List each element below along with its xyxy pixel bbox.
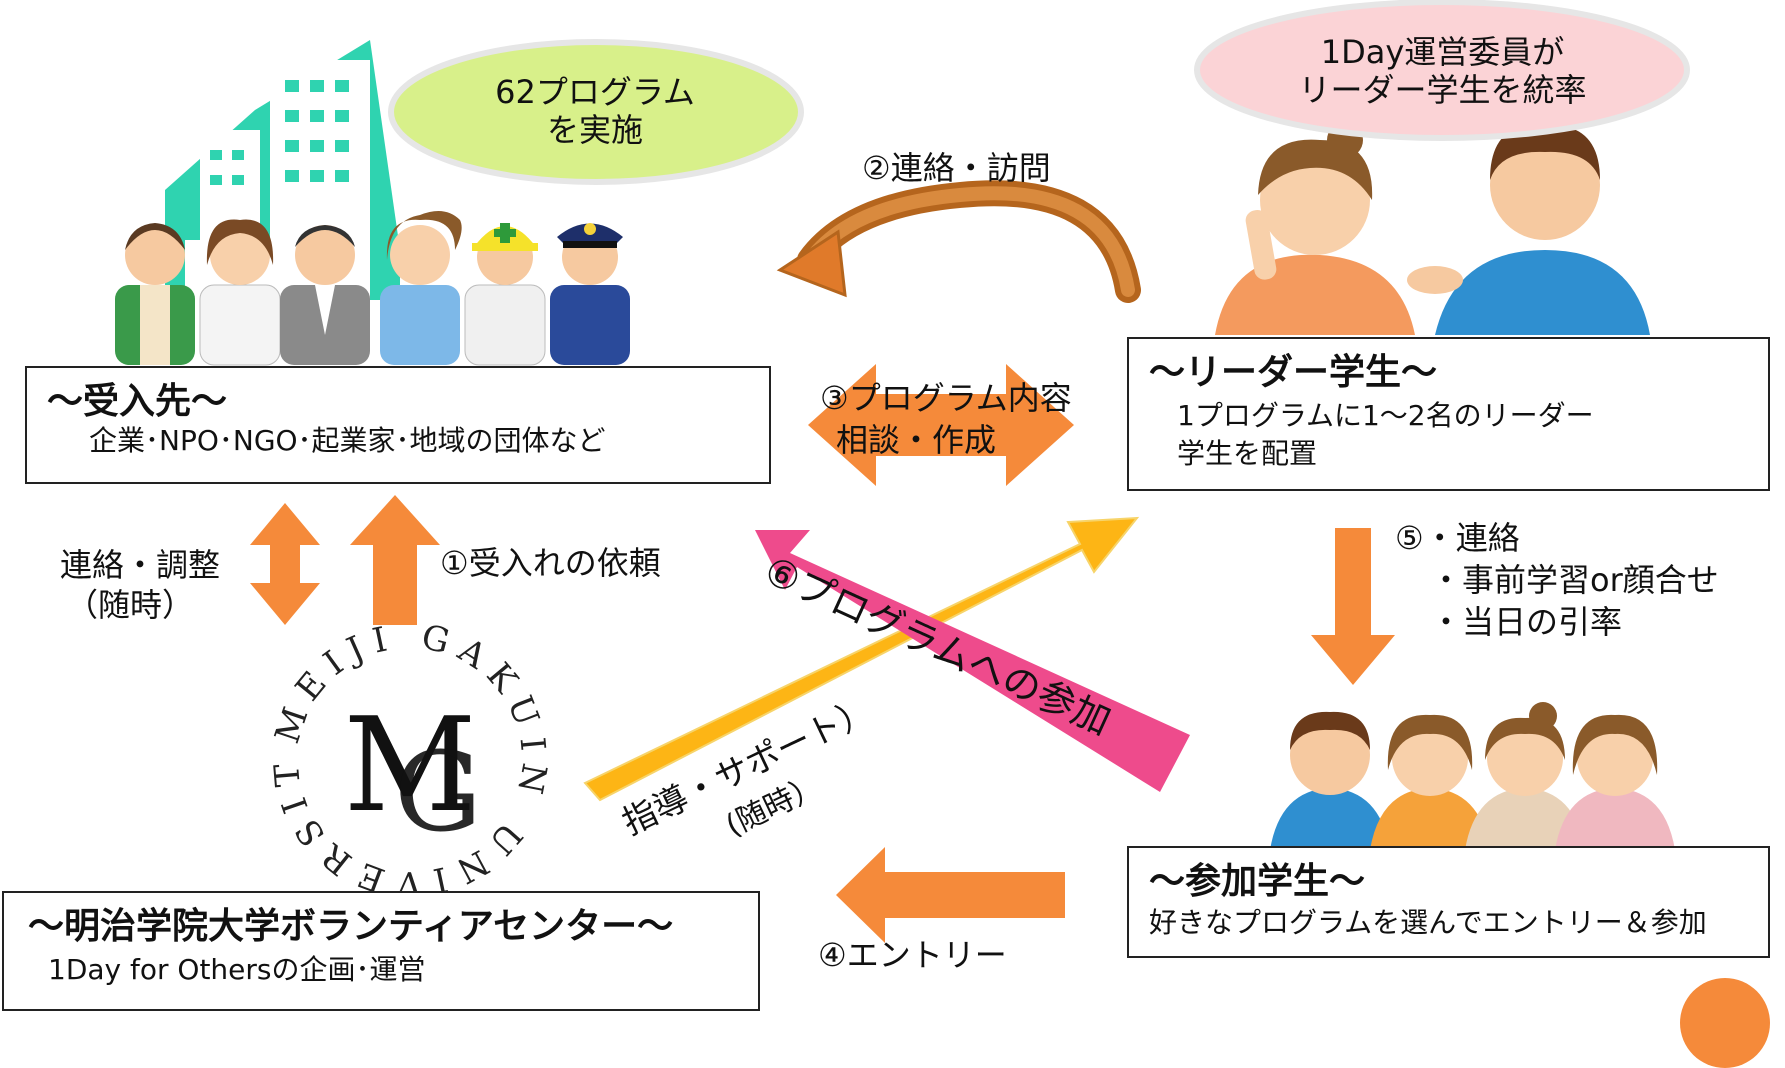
svg-text:G: G [394, 728, 482, 856]
host-title: ～受入先～ [47, 381, 228, 422]
participant-students-illustration [1270, 702, 1675, 850]
entry-left-arrow [836, 847, 1065, 943]
leader-subtitle-line1: 1プログラムに1～2名のリーダー [1177, 399, 1594, 432]
university-logo: M G [280, 630, 540, 890]
workers-illustration [115, 211, 630, 366]
host-count-line2: を実施 [546, 111, 643, 149]
participant-title: ～参加学生～ [1149, 861, 1366, 902]
step2-label: ②連絡・訪問 [862, 149, 1051, 187]
guidance-diagonal-arrow [585, 518, 1137, 800]
diagram-canvas: M G [115, 0, 1690, 943]
committee-line1: 1Day運営委員が [1320, 33, 1565, 71]
participant-box: ～参加学生～ 好きなプログラムを選んでエントリー＆参加 [1127, 846, 1770, 958]
host-count-text: 62プログラム を実施 [410, 73, 780, 149]
host-count-line1: 62プログラム [495, 73, 695, 111]
leader-subtitle-line2: 学生を配置 [1177, 437, 1318, 470]
participant-subtitle: 好きなプログラムを選んでエントリー＆参加 [1149, 906, 1707, 939]
center-box: ～明治学院大学ボランティアセンター～ 1Day for Othersの企画･運営 [2, 891, 760, 1011]
leader-box: ～リーダー学生～ 1プログラムに1～2名のリーダー 学生を配置 [1127, 337, 1770, 491]
host-count-bubble [388, 39, 804, 185]
committee-line2: リーダー学生を統率 [1298, 71, 1587, 109]
liaison-label-line2: （随時） [66, 586, 195, 624]
contact-visit-arrow [776, 180, 1141, 303]
step4-label: ④エントリー [818, 936, 1007, 974]
host-subtitle: 企業･NPO･NGO･起業家･地域の団体など [89, 424, 606, 457]
center-subtitle: 1Day for Othersの企画･運営 [48, 953, 426, 986]
step3-label-line2: 相談・作成 [836, 421, 997, 459]
request-up-arrow [350, 495, 440, 625]
leader-title: ～リーダー学生～ [1149, 352, 1438, 393]
leader-students-illustration [1215, 122, 1650, 335]
committee-text: 1Day運営委員が リーダー学生を統率 [1225, 33, 1660, 109]
coordination-down-arrow [1311, 528, 1395, 685]
consult-double-arrow [808, 364, 1074, 486]
step3-label-line1: ③プログラム内容 [820, 379, 1072, 417]
host-box: ～受入先～ 企業･NPO･NGO･起業家･地域の団体など [25, 366, 771, 484]
step5-label-line2: ・事前学習or顔合せ [1430, 561, 1719, 599]
step1-label: ①受入れの依頼 [440, 544, 661, 582]
step5-label-line1: ⑤・連絡 [1395, 519, 1520, 557]
center-title: ～明治学院大学ボランティアセンター～ [28, 906, 674, 947]
participation-diagonal-arrow [755, 530, 1190, 792]
liaison-double-arrow [250, 503, 320, 625]
page-corner-badge [1680, 978, 1770, 1068]
liaison-label-line1: 連絡・調整 [60, 546, 221, 584]
committee-bubble [1194, 0, 1690, 141]
svg-text:M: M [343, 689, 476, 841]
step5-label-line3: ・当日の引率 [1430, 603, 1623, 641]
